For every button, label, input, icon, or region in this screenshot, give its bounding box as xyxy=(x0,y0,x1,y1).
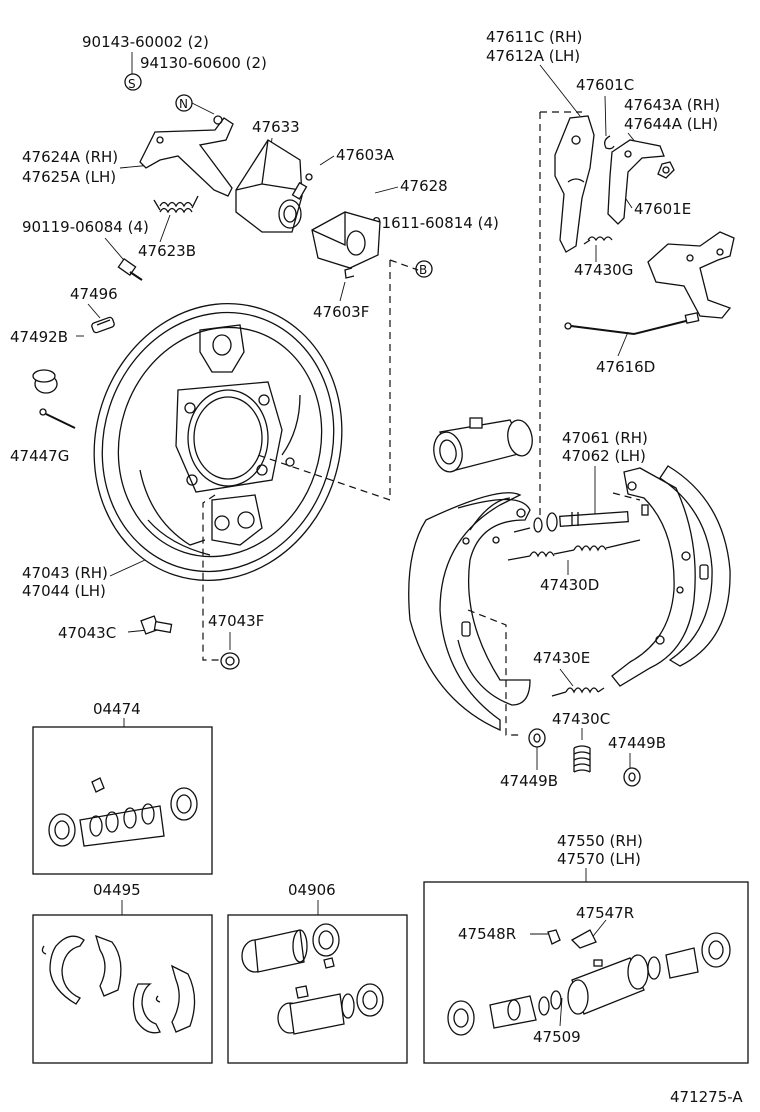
label-90143-60002: 90143-60002 (2) xyxy=(82,33,209,51)
label-47430d: 47430D xyxy=(540,576,599,594)
label-47548r: 47548R xyxy=(458,925,516,943)
label-47449b-left: 47449B xyxy=(500,772,558,790)
figure-number: 471275-A xyxy=(670,1088,743,1106)
label-47496: 47496 xyxy=(70,285,118,303)
label-47611c: 47611C (RH) xyxy=(486,28,582,46)
adjuster-47061 xyxy=(513,510,629,533)
clip-47603a xyxy=(291,173,313,200)
label-47044-lh: 47044 (LH) xyxy=(22,582,106,600)
pin-47447g xyxy=(39,408,76,429)
spring-47430e xyxy=(551,687,605,697)
label-47616d: 47616D xyxy=(596,358,655,376)
label-47612a: 47612A (LH) xyxy=(486,47,580,65)
label-47643a: 47643A (RH) xyxy=(624,96,720,114)
label-47550: 47550 (RH) xyxy=(557,832,643,850)
label-94130-60600: 94130-60600 (2) xyxy=(140,54,267,72)
shoe-lever-plate xyxy=(647,231,735,319)
kit-box-04474 xyxy=(32,726,213,875)
brake-shoe-right xyxy=(611,465,731,687)
label-47043c: 47043C xyxy=(58,624,116,642)
bolt-47043c xyxy=(140,615,173,635)
label-47449b-right: 47449B xyxy=(608,734,666,752)
label-47447g: 47447G xyxy=(10,447,69,465)
kit-box-04906 xyxy=(227,914,408,1064)
part-labels: 90143-60002 (2) 94130-60600 (2) 47624A (… xyxy=(10,28,743,1106)
marker-s: S xyxy=(128,77,136,91)
boot-47628 xyxy=(311,211,381,269)
cable-47616d xyxy=(564,312,700,335)
label-47061: 47061 (RH) xyxy=(562,429,648,447)
label-47624a: 47624A (RH) xyxy=(22,148,118,166)
label-47430c: 47430C xyxy=(552,710,610,728)
c-washer-47601c xyxy=(604,135,615,150)
spring-47623b xyxy=(153,195,199,214)
lever-47643a xyxy=(607,139,665,225)
cup-47449b-right xyxy=(623,767,641,787)
label-47062: 47062 (LH) xyxy=(562,447,646,465)
brake-shoe-left xyxy=(408,492,531,731)
parking-brake-lever xyxy=(139,115,234,197)
label-91611-60814: 91611-60814 (4) xyxy=(372,214,499,232)
label-47601c: 47601C xyxy=(576,76,634,94)
label-47633: 47633 xyxy=(252,118,300,136)
label-47644a: 47644A (LH) xyxy=(624,115,718,133)
label-47043-rh: 47043 (RH) xyxy=(22,564,108,582)
label-47430e: 47430E xyxy=(533,649,590,667)
label-04906: 04906 xyxy=(288,881,336,899)
kit-box-04495 xyxy=(32,914,213,1064)
spring-47430c xyxy=(573,745,591,773)
label-90119-06084: 90119-06084 (4) xyxy=(22,218,149,236)
nut-47601e xyxy=(657,161,675,179)
plug-47492b xyxy=(32,369,58,394)
spring-47430g xyxy=(583,236,613,245)
label-47570: 47570 (LH) xyxy=(557,850,641,868)
label-47547r: 47547R xyxy=(576,904,634,922)
label-47043f: 47043F xyxy=(208,612,264,630)
spring-47430d xyxy=(507,539,641,561)
dashed-connectors xyxy=(202,111,641,736)
label-47492b: 47492B xyxy=(10,328,68,346)
label-47601e: 47601E xyxy=(634,200,691,218)
label-47625a: 47625A (LH) xyxy=(22,168,116,186)
backing-plate-47043 xyxy=(93,302,343,582)
wheel-cylinder xyxy=(433,417,533,473)
bolt-90119 xyxy=(117,257,143,281)
label-47623b: 47623B xyxy=(138,242,196,260)
kit-box-47550 xyxy=(423,881,749,1064)
nut-47043f xyxy=(220,652,240,670)
clip-47603f xyxy=(344,267,355,279)
marker-n: N xyxy=(179,97,188,111)
label-47603f: 47603F xyxy=(313,303,369,321)
label-47509: 47509 xyxy=(533,1028,581,1046)
leader-lines xyxy=(76,52,641,1027)
label-47628: 47628 xyxy=(400,177,448,195)
parking-brake-strut-47611c xyxy=(554,115,595,253)
label-47603a: 47603A xyxy=(336,146,395,164)
cup-47449b-left xyxy=(528,728,546,748)
label-04474: 04474 xyxy=(93,700,141,718)
clip-47496 xyxy=(91,316,115,334)
marker-b: B xyxy=(419,263,427,277)
cable-bracket-47633 xyxy=(235,139,303,233)
label-04495: 04495 xyxy=(93,881,141,899)
label-47430g: 47430G xyxy=(574,261,633,279)
